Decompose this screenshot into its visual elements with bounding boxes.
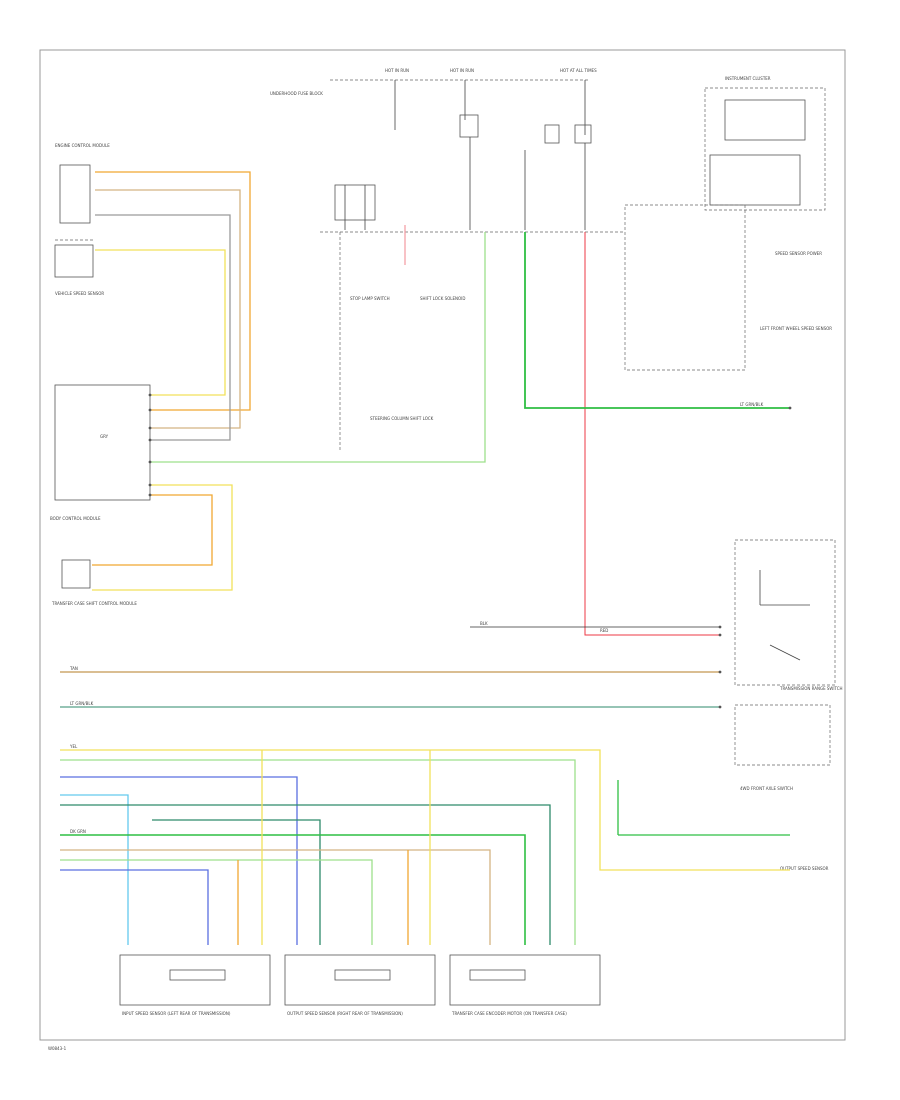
transfer-case-encoder-box bbox=[449, 954, 601, 1006]
speed-pwr-label: SPEED SENSOR POWER bbox=[775, 251, 822, 256]
wire-label-dkgrn: DK GRN bbox=[70, 829, 86, 834]
wire-lightblue-lower bbox=[60, 794, 129, 945]
instrument-cluster-block: INSTRUMENT CLUSTER SPEED SENSOR POWER LE… bbox=[624, 76, 832, 371]
wire-yellow-lower bbox=[60, 749, 790, 871]
bottom-label-2: OUTPUT SPEED SENSOR (RIGHT REAR OF TRANS… bbox=[287, 1011, 403, 1016]
bottom-label-3: TRANSFER CASE ENCODER MOTOR (ON TRANSFER… bbox=[451, 1011, 567, 1016]
wire-label-green: LT GRN/BLK bbox=[70, 701, 94, 706]
bottom-label-1: INPUT SPEED SENSOR (LEFT REAR OF TRANSMI… bbox=[122, 1011, 231, 1016]
bcm-block: BODY CONTROL MODULE TRANSFER CASE SHIFT … bbox=[50, 384, 151, 606]
trs-label: TRANSMISSION RANGE SWITCH bbox=[779, 686, 843, 691]
vss-label: VEHICLE SPEED SENSOR bbox=[55, 291, 104, 296]
ecm-block: ENGINE CONTROL MODULE VEHICLE SPEED SENS… bbox=[54, 143, 110, 296]
wire-darkgreen-lower bbox=[60, 804, 551, 945]
wire-yellow-tcsm bbox=[92, 484, 233, 591]
wire-lightgreen-lower bbox=[60, 759, 576, 945]
lf-wss-label: LEFT FRONT WHEEL SPEED SENSOR bbox=[760, 326, 832, 331]
wire-orange-ecm bbox=[95, 171, 251, 411]
wire-label-red: RED bbox=[600, 628, 608, 633]
wires bbox=[60, 171, 790, 945]
wire-red-main bbox=[584, 232, 720, 636]
wire-green-lower bbox=[60, 834, 526, 945]
wire-label-blk: BLK bbox=[480, 621, 488, 626]
fuse-block-label: UNDERHOOD FUSE BLOCK bbox=[270, 91, 323, 96]
connector-pins bbox=[148, 393, 792, 709]
hot-run-label-2: HOT IN RUN bbox=[450, 68, 474, 73]
hot-run-label-1: HOT IN RUN bbox=[385, 68, 409, 73]
wire-yellow-ecm bbox=[95, 249, 226, 396]
wire-blue-lower bbox=[60, 776, 298, 945]
wire-teal-lower bbox=[152, 819, 321, 945]
wire-gray-ecm bbox=[95, 214, 231, 441]
top-power-feeds: HOT IN RUN HOT IN RUN HOT AT ALL TIMES U… bbox=[270, 68, 625, 233]
wire-label-tan: TAN bbox=[69, 666, 78, 671]
wire-lightgreen2-lower bbox=[60, 859, 373, 945]
wire-green-main bbox=[524, 232, 790, 409]
wire-tan-ecm bbox=[95, 189, 241, 429]
bcm-label: BODY CONTROL MODULE bbox=[50, 516, 101, 521]
wire-blue2-lower bbox=[60, 869, 209, 945]
footer-code: W0843-1 bbox=[48, 1046, 67, 1051]
output-ss-label: OUTPUT SPEED SENSOR bbox=[780, 866, 829, 871]
wire-tan-lower bbox=[60, 849, 491, 945]
stoplamp-label: STOP LAMP SWITCH bbox=[350, 296, 390, 301]
wire-label-green-right: LT GRN/BLK bbox=[740, 402, 764, 407]
wire-labels: RED TAN LT GRN/BLK YEL DK GRN GRY LT GRN… bbox=[69, 402, 764, 834]
4wd-switch-label: 4WD FRONT AXLE SWITCH bbox=[740, 786, 793, 791]
hot-at-all-times-label: HOT AT ALL TIMES bbox=[560, 68, 597, 73]
ecm-label: ENGINE CONTROL MODULE bbox=[55, 143, 110, 148]
output-speed-sensor-box bbox=[284, 954, 436, 1006]
bottom-components: INPUT SPEED SENSOR (LEFT REAR OF TRANSMI… bbox=[119, 954, 601, 1016]
diagram-frame bbox=[39, 49, 846, 1041]
wire-label-yel: YEL bbox=[69, 744, 78, 749]
steering-col-label: STEERING COLUMN SHIFT LOCK bbox=[370, 416, 434, 421]
input-speed-sensor-box bbox=[119, 954, 271, 1006]
ic-label: INSTRUMENT CLUSTER bbox=[725, 76, 771, 81]
wire-label-gray: GRY bbox=[100, 434, 109, 439]
wire-orange-tcsm bbox=[92, 494, 213, 566]
trans-range-switch-block: TRANSMISSION RANGE SWITCH 4WD FRONT AXLE… bbox=[734, 539, 843, 871]
shift-lock-label: SHIFT LOCK SOLENOID bbox=[420, 296, 465, 301]
wire-lightgreen-bcm bbox=[150, 232, 486, 463]
tcsm-label: TRANSFER CASE SHIFT CONTROL MODULE bbox=[51, 601, 137, 606]
